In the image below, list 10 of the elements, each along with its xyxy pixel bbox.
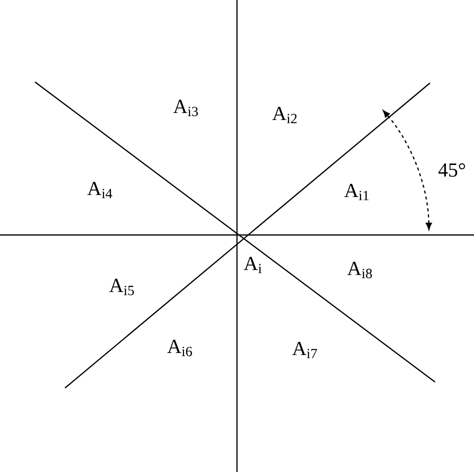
region-label: A$_{i6}$: [167, 340, 192, 356]
region-label: A$_{i5}$: [109, 278, 134, 296]
region-label: A$_{i1}$: [344, 184, 369, 200]
region-label: A$_{i}$: [244, 256, 262, 274]
region-label: A$_{i4}$: [87, 182, 112, 198]
region-label: A$_{i2}$: [272, 106, 297, 124]
region-label: A$_{i7}$: [292, 342, 318, 358]
region-label: A$_{i3}$: [173, 100, 198, 116]
region-label: A$_{i8}$: [347, 262, 372, 278]
angle-label: 45°: [438, 163, 466, 177]
